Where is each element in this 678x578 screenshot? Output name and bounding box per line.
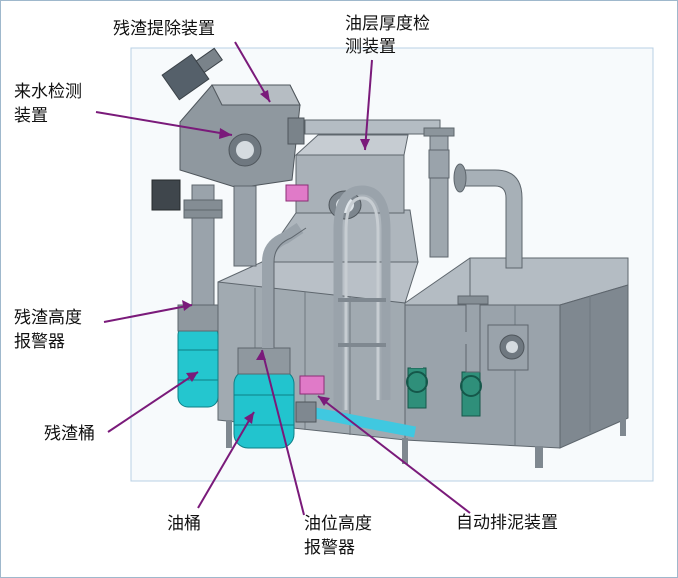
leader-slag-bucket: [107, 371, 199, 433]
oil-bucket: [233, 347, 295, 449]
oil-valve-upper: [285, 184, 309, 202]
label-slag-removal: 残渣提除装置: [113, 19, 215, 39]
label-oil-thickness-line1: 油层厚度检: [345, 14, 430, 34]
leader-inflow: [95, 111, 233, 136]
motor: [161, 47, 223, 101]
label-oil-alarm-line2: 报警器: [304, 538, 355, 558]
drain-pipe: [308, 406, 417, 438]
label-inflow-line2: 装置: [14, 106, 48, 126]
leader-oil-bucket: [197, 411, 255, 509]
label-auto-drain: 自动排泥装置: [456, 513, 558, 533]
arrowheads: [182, 90, 370, 424]
label-oil-bucket: 油桶: [167, 514, 201, 534]
slag-bucket: [177, 304, 219, 408]
leader-slag-alarm: [103, 304, 193, 323]
label-oil-thickness-line2: 测装置: [345, 37, 396, 57]
leader-oil-thickness: [364, 59, 373, 151]
leader-oil-alarm: [261, 349, 305, 516]
label-slag-alarm-line1: 残渣高度: [14, 308, 82, 328]
right-tank-front: [404, 304, 561, 449]
label-slag-bucket: 残渣桶: [44, 424, 95, 444]
drain-valve: [299, 375, 325, 395]
top-pipe: [304, 119, 441, 135]
label-slag-alarm-line2: 报警器: [14, 332, 65, 352]
equipment-model: [151, 47, 629, 468]
right-tank-side: [559, 284, 629, 449]
label-inflow-line1: 来水检测: [14, 82, 82, 102]
label-oil-alarm-line1: 油位高度: [304, 514, 372, 534]
curved-vent-pipe: [459, 169, 523, 269]
leader-auto-drain: [317, 395, 471, 514]
control-box: [151, 179, 181, 211]
